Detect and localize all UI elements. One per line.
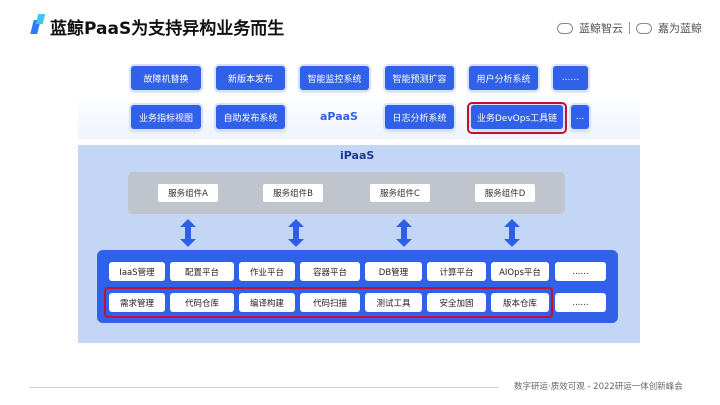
double-arrow-icon — [288, 219, 304, 247]
cloud-logo-icon — [557, 22, 573, 34]
apaas-app: 新版本发布 — [216, 66, 285, 90]
platform-chip: 版本仓库 — [491, 293, 549, 312]
double-arrow-icon — [180, 219, 196, 247]
platform-chip: AIOps平台 — [491, 262, 549, 281]
platform-chip: 需求管理 — [109, 293, 165, 312]
brand-logo-right: 嘉为蓝鲸 — [658, 22, 702, 35]
service-component: 服务组件C — [370, 184, 430, 202]
footer-divider — [30, 387, 498, 388]
service-component: 服务组件A — [158, 184, 218, 202]
apaas-label: aPaaS — [320, 110, 358, 123]
platform-chip: 容器平台 — [300, 262, 360, 281]
service-component: 服务组件B — [263, 184, 323, 202]
apaas-app-devops: 业务DevOps工具链 — [471, 105, 563, 129]
platform-chip: 编译构建 — [239, 293, 295, 312]
title-accent-icon — [30, 14, 46, 34]
platform-chip: 代码仓库 — [170, 293, 234, 312]
double-arrow-icon — [396, 219, 412, 247]
devops-toolchain-highlight-box — [104, 287, 553, 318]
apaas-app-more: ... — [571, 105, 589, 129]
apaas-app: 自助发布系统 — [216, 105, 285, 129]
brand-logos: 蓝鲸智云 嘉为蓝鲸 — [557, 20, 702, 36]
platform-chip: 代码扫描 — [300, 293, 360, 312]
whale-logo-icon — [636, 22, 652, 34]
logo-divider — [629, 22, 630, 34]
platform-chip-more: ...... — [555, 293, 606, 312]
apaas-app-more: ...... — [553, 66, 588, 90]
apaas-app: 智能预测扩容 — [385, 66, 454, 90]
brand-logo-left: 蓝鲸智云 — [579, 22, 623, 35]
platform-chip: 计算平台 — [427, 262, 486, 281]
apaas-app: 故障机替换 — [131, 66, 201, 90]
service-component: 服务组件D — [475, 184, 535, 202]
footer-text: 数字研运·质效可观 - 2022研运一体创新峰会 — [514, 382, 683, 392]
platform-chip: DB管理 — [365, 262, 422, 281]
platform-chip: 配置平台 — [170, 262, 234, 281]
double-arrow-icon — [504, 219, 520, 247]
platform-chip: 安全加固 — [427, 293, 486, 312]
platform-chip: IaaS管理 — [109, 262, 165, 281]
apaas-app: 智能监控系统 — [300, 66, 369, 90]
ipaas-label: iPaaS — [340, 149, 375, 162]
page-title: 蓝鲸PaaS为支持异构业务而生 — [50, 19, 285, 39]
apaas-app: 业务指标视图 — [131, 105, 201, 129]
apaas-app: 用户分析系统 — [469, 66, 538, 90]
apaas-app: 日志分析系统 — [385, 105, 454, 129]
platform-chip: 测试工具 — [365, 293, 422, 312]
devops-highlight-box — [467, 102, 567, 134]
platform-chip-more: ...... — [555, 262, 606, 281]
platform-chip: 作业平台 — [239, 262, 295, 281]
